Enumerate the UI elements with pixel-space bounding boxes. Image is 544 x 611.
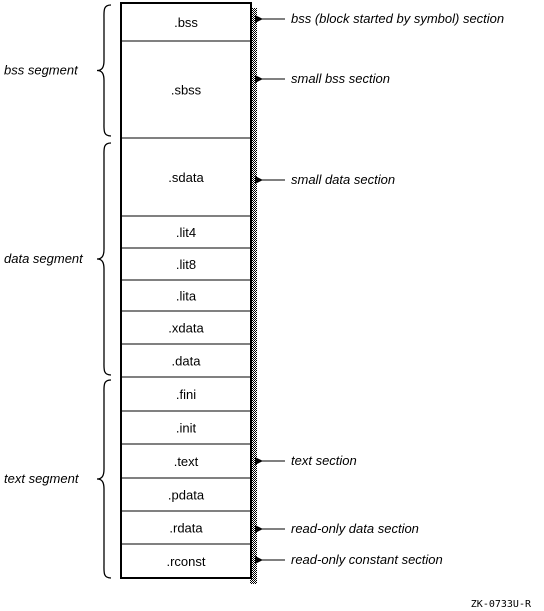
section-label-text: .text: [174, 454, 199, 469]
segment-label: bss segment: [4, 63, 79, 78]
annotation-label: read-only data section: [291, 521, 419, 536]
segment-braces: bss segment data segment text segment: [4, 4, 112, 579]
segment-label: data segment: [4, 251, 84, 266]
section-label-lit4: .lit4: [176, 225, 196, 240]
section-label-rconst: .rconst: [166, 554, 205, 569]
figure-id: ZK-0733U-R: [471, 599, 532, 610]
annotation-label: small data section: [291, 172, 395, 187]
section-label-init: .init: [176, 421, 197, 436]
annotation-label: read-only constant section: [291, 552, 443, 567]
section-label-data: .data: [172, 354, 202, 369]
annotation-label: text section: [291, 453, 357, 468]
section-rows: .bss .sbss .sdata .lit4 .lit8 .lita .xdata .dat…: [121, 15, 251, 569]
segment-brace: [96, 4, 112, 137]
section-label-sbss: .sbss: [171, 83, 202, 98]
section-label-xdata: .xdata: [168, 321, 204, 336]
annotation-label: small bss section: [291, 71, 390, 86]
section-label-rdata: .rdata: [169, 521, 203, 536]
section-label-lit8: .lit8: [176, 257, 196, 272]
section-annotations: bss (block started by symbol) section sma…: [255, 11, 504, 567]
segment-brace: [96, 379, 112, 579]
segment-brace: [96, 142, 112, 376]
segment-label: text segment: [4, 471, 80, 486]
stack-shadow: [250, 8, 257, 584]
section-label-fini: .fini: [176, 387, 196, 402]
section-label-pdata: .pdata: [168, 488, 205, 503]
section-label-lita: .lita: [176, 289, 197, 304]
section-stack: [120, 2, 252, 579]
annotation-label: bss (block started by symbol) section: [291, 11, 504, 26]
section-label-bss: .bss: [174, 15, 198, 30]
section-label-sdata: .sdata: [168, 170, 204, 185]
